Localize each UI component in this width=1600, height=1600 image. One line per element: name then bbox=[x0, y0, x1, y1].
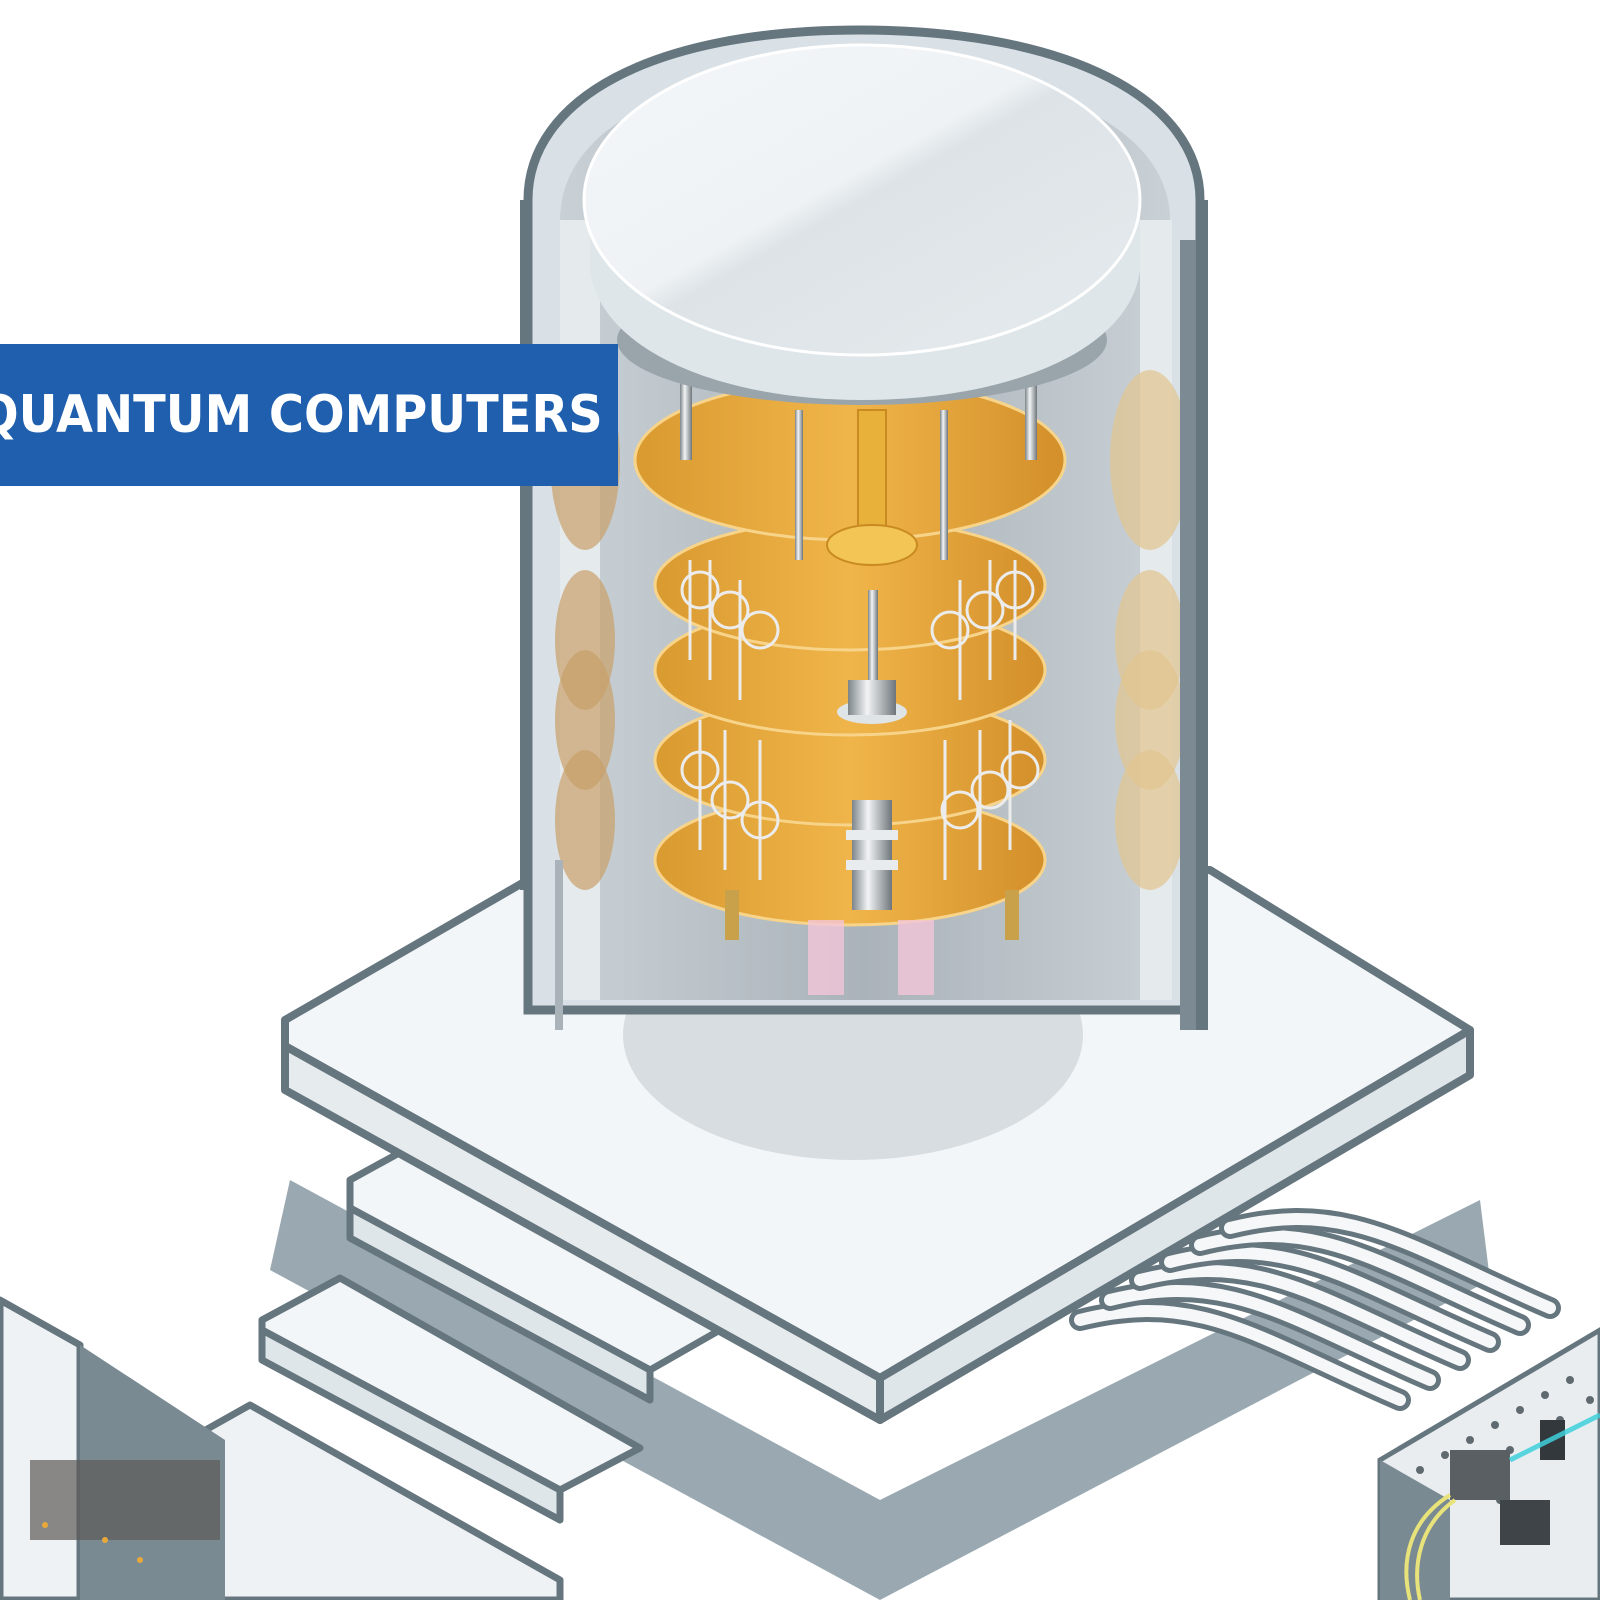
optical-component bbox=[1450, 1450, 1510, 1500]
cylinder-front-edges bbox=[520, 200, 1208, 1030]
gold-stage-plates bbox=[633, 378, 1067, 927]
fiber-cables bbox=[1404, 1493, 1452, 1600]
optical-breadboard bbox=[1377, 1327, 1600, 1600]
rack-side-wall bbox=[30, 1345, 225, 1600]
banner-title: QUANTUM COMPUTERS bbox=[0, 385, 603, 445]
title-banner: QUANTUM COMPUTERS bbox=[0, 344, 618, 486]
coaxial-wire-loops bbox=[680, 560, 1040, 880]
steel-support-rods bbox=[680, 370, 1037, 690]
cable-bundle bbox=[1069, 1208, 1561, 1411]
central-mixing-chamber bbox=[837, 680, 907, 910]
laser-beam bbox=[1508, 1412, 1600, 1463]
gold-connectors bbox=[725, 890, 1019, 995]
top-lid bbox=[582, 43, 1142, 405]
